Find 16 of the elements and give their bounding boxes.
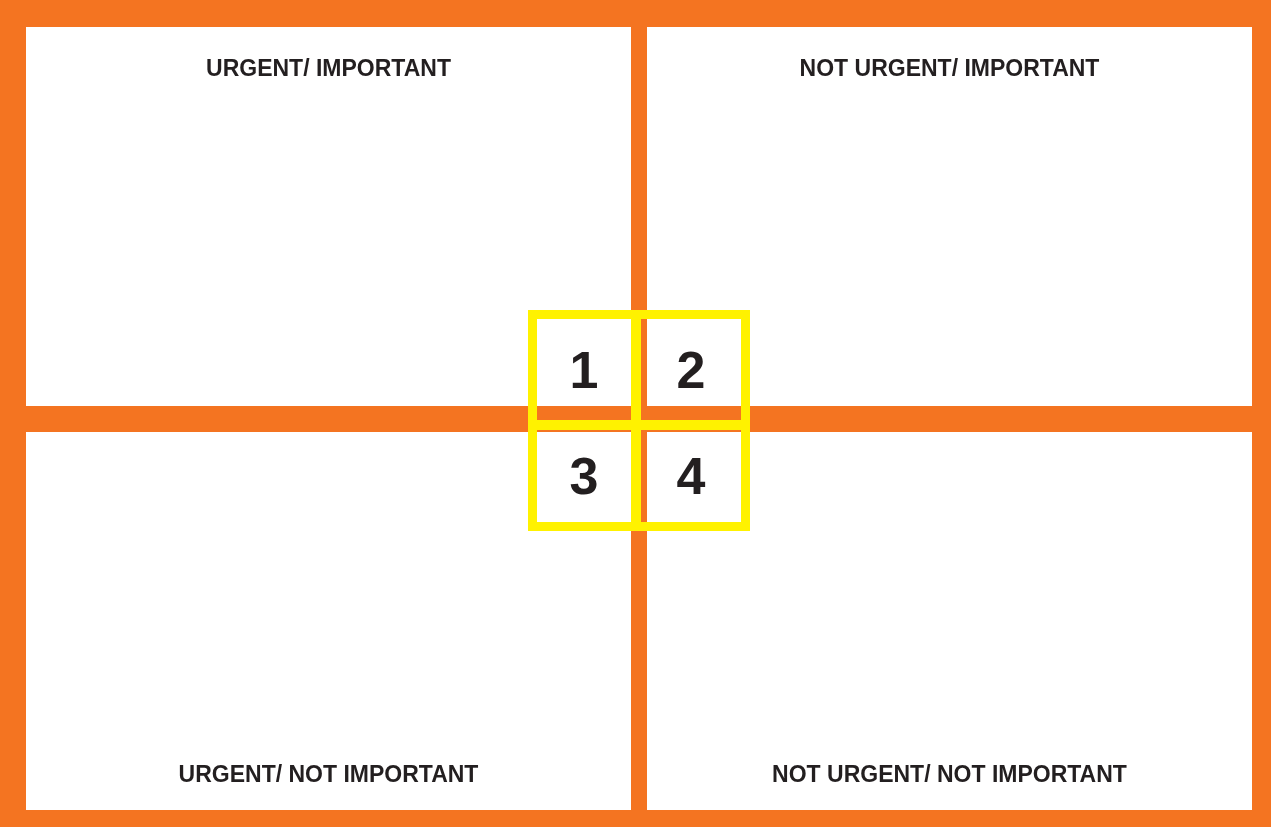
quadrant-panel [26,432,631,810]
quadrant-panel [647,27,1252,406]
quadrant-title: URGENT/ IMPORTANT [206,55,451,82]
quadrant-title: NOT URGENT/ NOT IMPORTANT [772,761,1127,788]
number-box [636,425,750,531]
quadrant-panel [647,432,1252,810]
number-box [528,310,636,425]
quadrant-panel [26,27,631,406]
box-number: 3 [569,450,599,502]
box-number: 1 [569,343,599,396]
quadrant-title: URGENT/ NOT IMPORTANT [178,761,479,788]
quadrant-title: NOT URGENT/ IMPORTANT [799,55,1100,82]
box-number: 4 [676,450,706,502]
number-box [528,425,636,531]
box-number: 2 [676,343,706,396]
number-box [636,310,750,425]
